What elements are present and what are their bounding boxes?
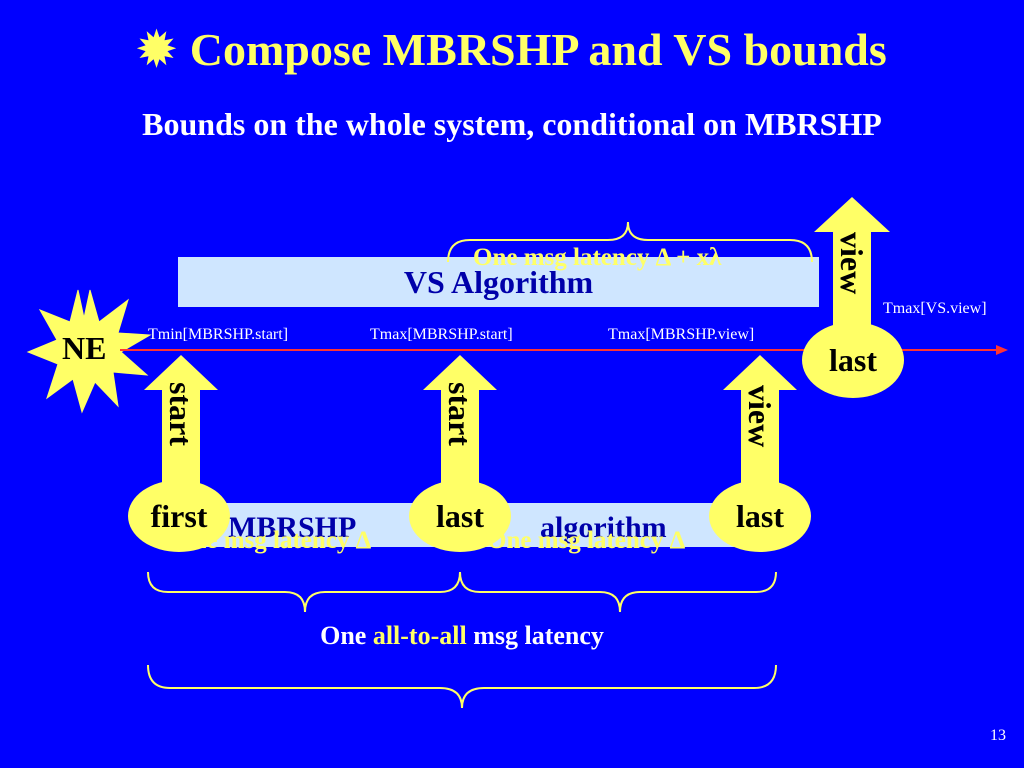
start-arrow-2-label: start	[442, 382, 478, 446]
start-arrow-2-shape	[423, 355, 497, 500]
slide-title-text: Compose MBRSHP and VS bounds	[189, 24, 887, 75]
ne-label: NE	[62, 330, 107, 366]
slide-title: ✹ Compose MBRSHP and VS bounds	[0, 22, 1024, 78]
bottom-label-prefix: One	[320, 621, 373, 650]
tmax-mbrshp-start-label: Tmax[MBRSHP.start]	[370, 326, 513, 343]
vs-latency-brace	[447, 221, 813, 263]
slide-subtitle: Bounds on the whole system, conditional …	[142, 106, 882, 142]
mbrshp-brace-1	[147, 571, 461, 613]
bottom-label-suffix: msg latency	[466, 621, 604, 650]
start-arrow-1-label: start	[163, 382, 199, 446]
sun-bullet-icon: ✹	[137, 24, 176, 75]
all-to-all-brace	[147, 664, 777, 709]
timeline-arrowhead	[996, 345, 1008, 355]
view-arrow-2-shape	[814, 197, 890, 340]
bottom-label-highlight: all-to-all	[372, 621, 467, 650]
vs-algorithm-label: VS Algorithm	[403, 264, 594, 300]
tmax-mbrshp-view-label: Tmax[MBRSHP.view]	[608, 326, 755, 343]
last-ellipse-2: last	[709, 480, 811, 552]
tmax-vs-view-label: Tmax[VS.view]	[883, 300, 987, 317]
page-number: 13	[990, 727, 1006, 744]
first-ellipse: first	[128, 480, 230, 552]
view-arrow-2-label: view	[834, 232, 870, 295]
tmin-mbrshp-start-label: Tmin[MBRSHP.start]	[148, 326, 289, 343]
start-arrow-1-shape	[144, 355, 218, 500]
last-ellipse-1: last	[409, 480, 511, 552]
mbrshp-brace-2	[459, 571, 777, 613]
mbrshp-label: MBRSHP	[228, 511, 357, 544]
view-arrow-1-shape	[723, 355, 797, 500]
algorithm-label: algorithm	[540, 511, 667, 544]
vs-latency-label: One msg latency Δ + xλ	[473, 244, 722, 271]
vs-algorithm-box	[178, 257, 819, 307]
last-ellipse-vs: last	[802, 322, 904, 398]
view-arrow-1-label: view	[742, 385, 778, 448]
all-to-all-latency-label: One all-to-all msg latency	[0, 620, 924, 652]
ne-starburst-shape	[26, 289, 152, 414]
mbrshp-latency-label-2: ~One msg latency Δ	[474, 527, 686, 554]
